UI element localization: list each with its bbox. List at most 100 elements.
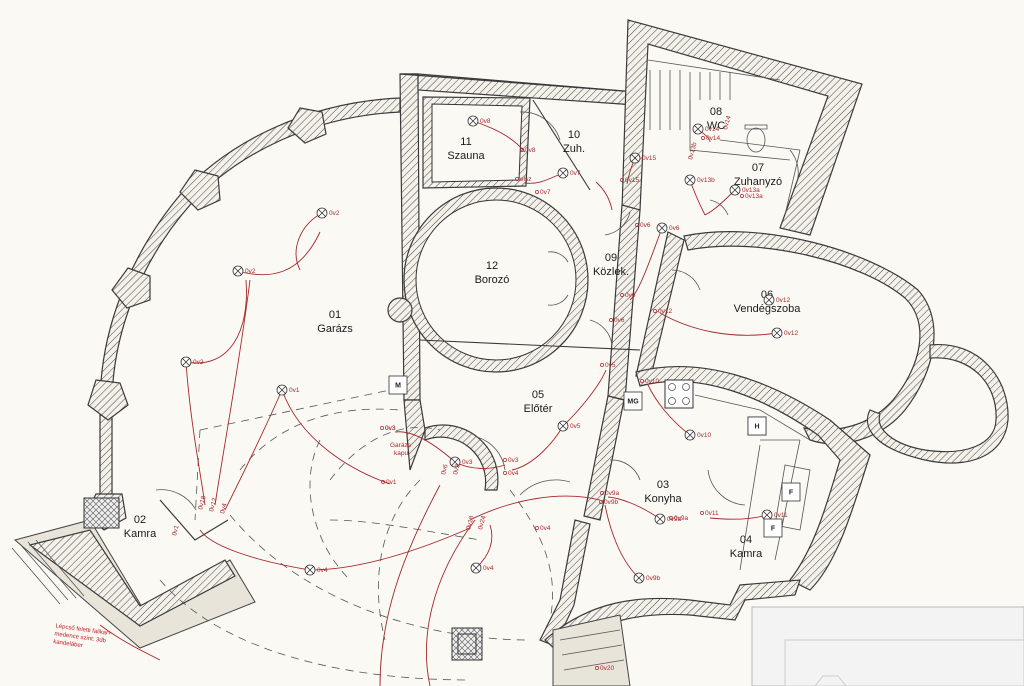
ceiling-light-icon: 0v7: [557, 167, 581, 179]
ceiling-light-icon: 0v13b: [684, 174, 715, 186]
ceiling-light-icon: 0v1: [276, 384, 300, 396]
switch-label: 0v9a: [669, 515, 688, 522]
guest-room-walls: [683, 231, 1009, 464]
light-label: 0v4: [483, 565, 494, 572]
vertical-circuit-label: 0v4: [219, 502, 229, 514]
room-name: Garázs: [317, 323, 353, 335]
room-number: 08: [710, 106, 722, 118]
room-name: WC: [707, 120, 725, 132]
light-label: 0v9b: [646, 575, 660, 582]
room-name: Szauna: [447, 150, 485, 162]
lower-walls: [539, 519, 801, 686]
light-label: 0v7: [570, 170, 581, 177]
bathroom-block-walls: [621, 19, 863, 236]
room-name: Kamra: [124, 528, 157, 540]
switch-label: 0v6: [609, 317, 625, 324]
room-number: 05: [532, 389, 544, 401]
switch-text: 0v3: [508, 457, 519, 464]
switch-icon: [535, 190, 539, 194]
switch-text: 0v11: [705, 510, 719, 517]
borozo-round-wall: [387, 187, 589, 373]
light-label: 0v8: [480, 118, 491, 125]
kitchen-walls: [635, 366, 871, 591]
switch-icon: [381, 480, 385, 484]
switch-text: 0v6: [640, 222, 651, 229]
switch-icon: [635, 223, 639, 227]
light-label: 0v12: [784, 330, 798, 337]
switch-text: 0v7: [540, 189, 551, 196]
switch-label: 0v13a: [740, 193, 763, 200]
switch-text: 0v5: [605, 362, 616, 369]
appliance-box-label: F: [789, 490, 794, 497]
column-base-inner: [457, 633, 477, 655]
appliance-box-label: H: [754, 424, 759, 431]
ceiling-light-icon: 0v12: [771, 327, 798, 339]
switch-icon: [669, 516, 673, 520]
light-label: 0v14: [705, 126, 719, 133]
vertical-circuit-label: 0v1: [171, 524, 181, 536]
vertical-circuit-label: 0v13b: [687, 141, 698, 160]
room-labels: 01Garázs02Kamra03Konyha04Kamra05Előtér06…: [124, 106, 801, 560]
switch-icon: [599, 500, 603, 504]
ceiling-light-icon: 0v14: [692, 123, 719, 135]
switch-icon: [740, 194, 744, 198]
switch-label: 0v14: [701, 135, 720, 142]
room-number: 07: [752, 162, 764, 174]
switch-text: 0v12: [658, 308, 672, 315]
switch-text: 0v14: [706, 135, 720, 142]
switch-label: 0v6: [620, 292, 636, 299]
room-number: 10: [568, 129, 580, 141]
switch-label: 0v11: [700, 510, 719, 517]
switch-icon: [620, 293, 624, 297]
appliance-box-M: M: [388, 375, 408, 395]
ceiling-light-icon: 0v9b: [633, 572, 660, 584]
switch-label: elsz: [515, 176, 532, 183]
switch-label: 0v10: [640, 378, 659, 385]
light-label: 0v9a: [667, 516, 681, 523]
switch-icon: [520, 148, 524, 152]
door-swings: [155, 199, 729, 511]
vertical-circuit-label: 0v14: [722, 115, 733, 131]
switch-text: 0v13a: [745, 193, 763, 200]
light-label: 0v2: [193, 359, 204, 366]
switch-labels: 0v8 0v7 elsz 0v15 0v6 0v6 0v12 0v6 0v5 0v10 0v3 0v1…: [380, 135, 763, 672]
ceiling-light-icon: 0v15: [629, 152, 656, 164]
ceiling-light-icon: 0v3: [449, 456, 473, 468]
pantry-02-walls: [11, 497, 256, 649]
switch-icon: [701, 136, 705, 140]
switch-text: 0v1: [386, 479, 397, 486]
switch-icon: [700, 511, 704, 515]
switch-text: 0v15: [625, 177, 639, 184]
switch-label: 0v1: [381, 479, 397, 486]
room-number: 11: [460, 136, 471, 148]
vertical-circuit-label: 0v18: [465, 515, 476, 531]
vertical-circuit-label: 0v12: [208, 497, 219, 513]
light-label: 0v11: [774, 512, 788, 519]
room-name: Vendégszoba: [734, 303, 802, 315]
room-number: 12: [486, 260, 498, 272]
switch-text: elsz: [520, 176, 532, 183]
light-label: 0v12: [776, 297, 790, 304]
room-number: 03: [657, 479, 669, 491]
room-name: Kamra: [730, 548, 763, 560]
switch-text: 0v8: [525, 147, 536, 154]
sauna-walls: [422, 96, 591, 191]
room-name: Előtér: [524, 403, 553, 415]
light-label: 0v3: [462, 459, 473, 466]
room-number: 02: [134, 514, 146, 526]
overlay-panel: [751, 606, 1024, 686]
ceiling-light-icon: 0v12: [763, 294, 790, 306]
switch-label: 0v5: [600, 362, 616, 369]
switch-icon: [535, 526, 539, 530]
appliance-box-MG: MG: [623, 391, 643, 411]
garage-gate-label: 0v3 Garázs kapu: [385, 425, 412, 457]
